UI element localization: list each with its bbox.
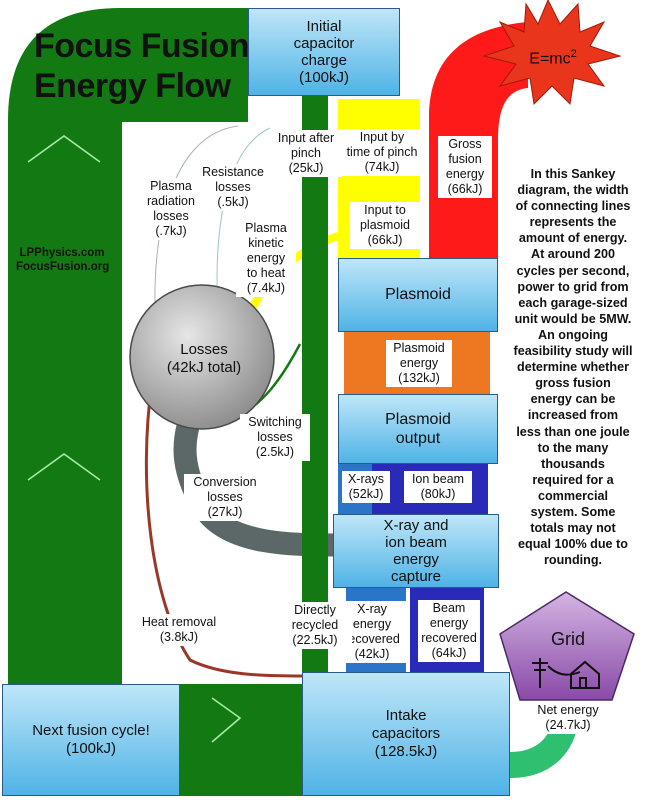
- ion-beam-label: Ion beam (80kJ): [404, 471, 472, 503]
- capture-line-4: capture: [390, 568, 442, 585]
- capture-line-2: ion beam: [385, 534, 447, 551]
- input-after-pinch-flow: [302, 96, 328, 676]
- gross-fusion-label: Gross fusion energy (66kJ): [438, 136, 492, 198]
- next-fusion-cycle-node: Next fusion cycle! (100kJ): [2, 684, 180, 796]
- net-energy-label: Net energy (24.7kJ): [524, 702, 612, 734]
- initial-line-3: charge: [301, 52, 347, 69]
- capture-line-3: energy: [393, 551, 439, 568]
- house-icon: [570, 660, 600, 689]
- website-1: LPPhysics.com: [19, 247, 105, 259]
- losses-line-2: (42kJ total): [166, 359, 242, 376]
- intake-line-2: capacitors: [371, 725, 441, 742]
- emc-text: E=mc: [529, 50, 571, 68]
- emc-label: E=mc2: [512, 44, 594, 69]
- losses-node-shape: [129, 284, 275, 430]
- plasmoid-label: Plasmoid: [385, 286, 451, 303]
- losses-node-label: Losses (42kJ total): [146, 340, 262, 378]
- main-loop-flow: [8, 8, 248, 690]
- initial-line-2: capacitor: [293, 35, 355, 52]
- power-pole-icon: [532, 658, 581, 688]
- heat-removal-label: Heat removal (3.8kJ): [132, 614, 226, 646]
- intake-line-3: (128.5kJ): [374, 743, 438, 760]
- website-credits: LPPhysics.com FocusFusion.org: [16, 246, 110, 274]
- title-line-1: Focus Fusion: [34, 27, 250, 65]
- plasmoid-output-line-1: Plasmoid: [385, 411, 451, 428]
- diagram-title: Focus Fusion Energy Flow: [34, 26, 250, 106]
- title-line-2: Energy Flow: [34, 67, 231, 105]
- grid-node-shape: [499, 591, 635, 701]
- input-by-pinch-label: Input by time of pinch (74kJ): [340, 129, 424, 176]
- plasmoid-energy-label: Plasmoid energy (132kJ): [386, 340, 452, 387]
- radiation-losses-label: Plasma radiation losses (.7kJ): [136, 178, 206, 240]
- intake-capacitors-node: Intake capacitors (128.5kJ): [302, 672, 510, 796]
- grid-node-label: Grid: [530, 628, 606, 650]
- losses-line-1: Losses: [180, 341, 228, 358]
- website-2: FocusFusion.org: [16, 261, 110, 273]
- input-to-plasmoid-label: Input to plasmoid (66kJ): [350, 202, 420, 249]
- plasmoid-node: Plasmoid: [338, 258, 498, 332]
- emc-superscript: 2: [570, 48, 577, 60]
- initial-line-4: (100kJ): [298, 69, 350, 86]
- next-cycle-line-1: Next fusion cycle!: [32, 722, 150, 739]
- initial-capacitor-node: Initial capacitor charge (100kJ): [248, 8, 400, 96]
- input-after-pinch-label: Input after pinch (25kJ): [270, 130, 342, 177]
- initial-line-1: Initial: [306, 18, 342, 35]
- directly-recycled-label: Directly recycled (22.5kJ): [278, 602, 352, 649]
- star-icon: [482, 0, 622, 106]
- resistance-losses-label: Resistance losses (.5kJ): [196, 164, 270, 211]
- sine-wave-icon: [27, 135, 242, 743]
- plasmoid-output-line-2: output: [395, 430, 441, 447]
- switching-losses-label: Switching losses (2.5kJ): [240, 414, 310, 461]
- xrays-label: X-rays (52kJ): [342, 471, 390, 503]
- plasmoid-output-node: Plasmoid output: [338, 394, 498, 464]
- beam-recovered-label: Beam energy recovered (64kJ): [418, 600, 480, 662]
- conversion-losses-label: Conversion losses (27kJ): [184, 474, 266, 521]
- intake-line-1: Intake: [385, 707, 427, 724]
- description-text: In this Sankey diagram, the width of con…: [513, 167, 633, 568]
- kinetic-energy-label: Plasma kinetic energy to heat (7.4kJ): [236, 220, 296, 297]
- grid-label: Grid: [550, 629, 585, 649]
- capture-line-1: X-ray and: [383, 517, 449, 534]
- next-cycle-line-2: (100kJ): [65, 740, 117, 757]
- energy-capture-node: X-ray and ion beam energy capture: [333, 514, 499, 588]
